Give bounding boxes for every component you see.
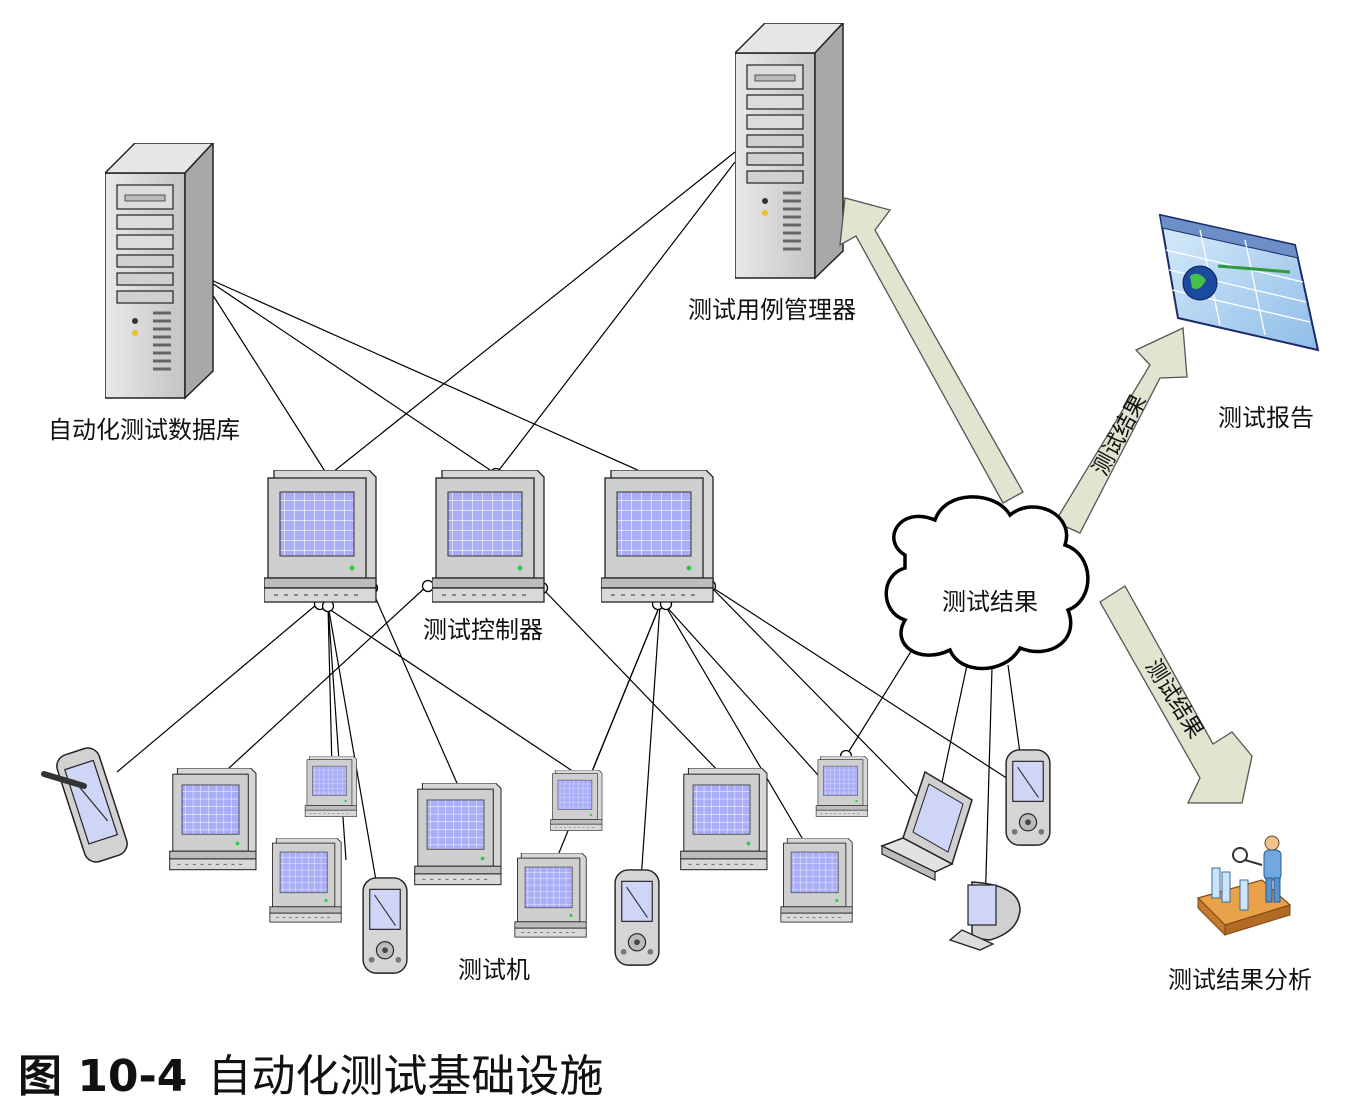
test-machine-icon	[550, 770, 603, 831]
cloud-label: 测试结果	[942, 588, 1038, 616]
test-machine-icon	[514, 853, 587, 938]
test-machine-label: 测试机	[458, 956, 530, 984]
controller-2-icon	[432, 470, 545, 603]
report-label: 测试报告	[1218, 404, 1314, 432]
database-server-icon	[105, 143, 215, 400]
case-manager-server-icon	[735, 23, 845, 280]
figure-caption: 图 10-4 自动化测试基础设施	[18, 1040, 603, 1104]
results-cloud-icon	[884, 495, 1090, 671]
controller-3-icon	[601, 470, 714, 603]
controller-label: 测试控制器	[423, 616, 543, 644]
arrow-to-case-manager	[839, 197, 1024, 504]
test-machine-icon	[169, 768, 257, 871]
report-icon	[1158, 213, 1320, 352]
controller-1-icon	[264, 470, 377, 603]
test-machine-icon	[269, 838, 342, 923]
pda-icon	[1005, 749, 1051, 846]
caption-number: 图 10-4	[18, 1051, 188, 1102]
arrow-to-report	[1054, 327, 1188, 534]
pda-icon	[362, 877, 408, 974]
test-machine-icon	[680, 768, 768, 871]
test-machine-icon	[815, 756, 868, 817]
analysis-label: 测试结果分析	[1168, 966, 1312, 994]
case-manager-label: 测试用例管理器	[688, 296, 856, 324]
pda-icon	[614, 869, 660, 966]
laptop-icon	[880, 770, 973, 881]
analysis-person-icon	[1196, 835, 1292, 937]
mini-workstation-icon	[948, 881, 1021, 951]
tablet-icon	[41, 747, 128, 863]
test-machine-icon	[414, 783, 502, 886]
caption-title: 自动化测试基础设施	[207, 1051, 604, 1102]
arrow-to-analysis	[1099, 585, 1253, 804]
test-machine-icon	[780, 838, 853, 923]
test-machine-icon	[304, 756, 357, 817]
result-arrows	[839, 197, 1253, 804]
database-label: 自动化测试数据库	[48, 416, 240, 444]
